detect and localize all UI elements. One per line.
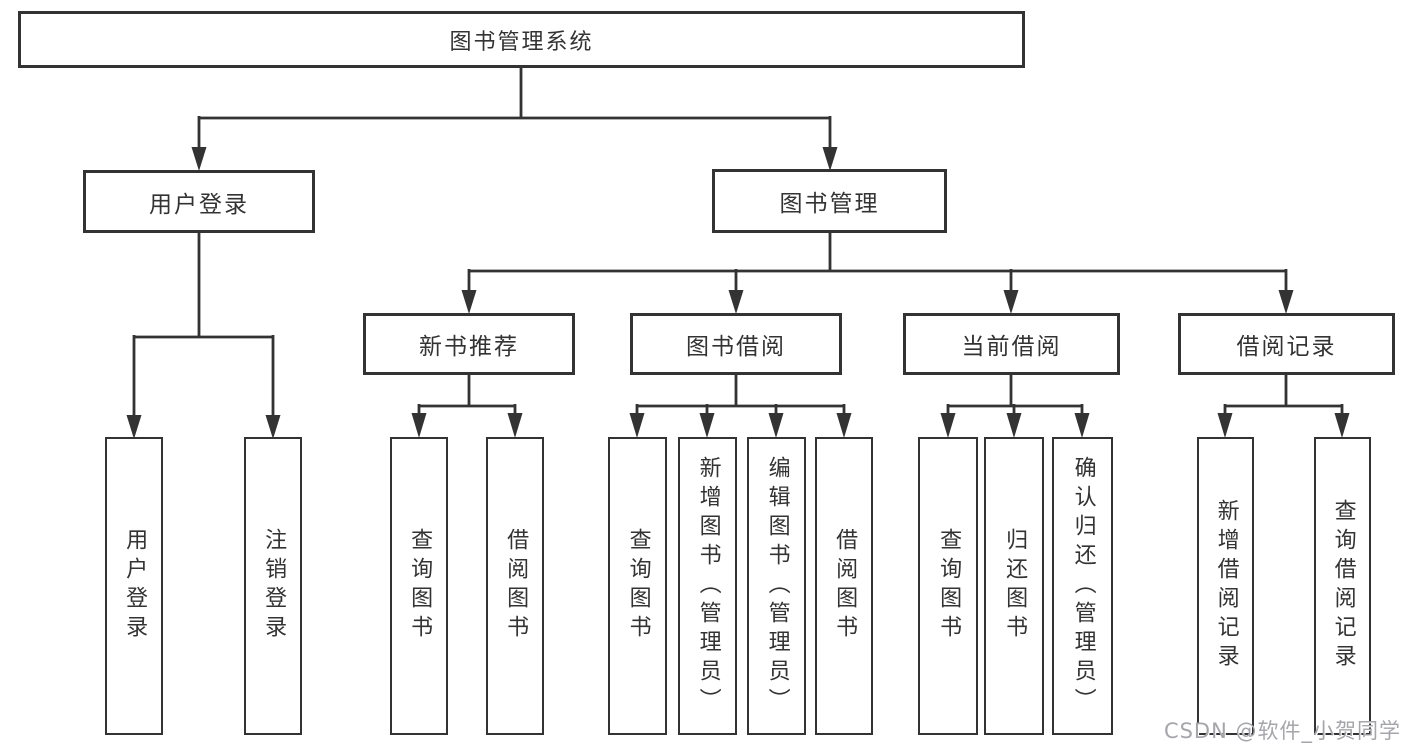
leaf-confirm-return-admin: 确认归还（管理员） <box>1052 437 1113 735</box>
leaf-add-borrow-record: 新增借阅记录 <box>1197 437 1254 735</box>
node-label: 新书推荐 <box>419 334 519 360</box>
leaf-label: 用户登录 <box>122 528 148 644</box>
leaf-label: 查询借阅记录 <box>1330 499 1356 673</box>
leaf-label: 归还图书 <box>1002 528 1028 644</box>
leaf-label: 新增图书（管理员） <box>695 455 721 717</box>
node-library-management-system: 图书管理系统 <box>18 11 1025 68</box>
node-label: 用户登录 <box>149 191 249 218</box>
node-user-login: 用户登录 <box>83 170 315 233</box>
leaf-label: 查询图书 <box>936 528 962 644</box>
leaf-query-borrow-record: 查询借阅记录 <box>1314 437 1371 735</box>
node-label: 图书管理 <box>779 191 880 217</box>
leaf-label: 查询图书 <box>625 528 651 644</box>
leaf-label: 查询图书 <box>407 528 433 644</box>
leaf-add-books-admin: 新增图书（管理员） <box>678 437 737 735</box>
node-book-management: 图书管理 <box>712 169 947 233</box>
leaf-user-login: 用户登录 <box>105 437 163 735</box>
node-current-borrow: 当前借阅 <box>903 313 1120 375</box>
leaf-query-books-recommend: 查询图书 <box>390 437 448 735</box>
leaf-borrow-books: 借阅图书 <box>815 437 873 735</box>
leaf-return-books: 归还图书 <box>984 437 1044 735</box>
node-label: 借阅记录 <box>1236 334 1337 360</box>
leaf-query-books-current: 查询图书 <box>918 437 978 735</box>
leaf-label: 借阅图书 <box>832 528 858 644</box>
node-book-borrow: 图书借阅 <box>630 313 842 375</box>
node-borrow-record: 借阅记录 <box>1178 313 1395 375</box>
node-label: 图书管理系统 <box>449 29 594 55</box>
leaf-label: 注销登录 <box>261 528 287 644</box>
leaf-edit-books-admin: 编辑图书（管理员） <box>747 437 806 735</box>
node-label: 图书借阅 <box>686 334 786 360</box>
node-new-book-recommend: 新书推荐 <box>363 313 575 375</box>
node-label: 当前借阅 <box>961 334 1062 360</box>
leaf-query-books-borrow: 查询图书 <box>608 437 667 735</box>
leaf-logout: 注销登录 <box>244 437 302 735</box>
leaf-label: 借阅图书 <box>503 528 529 644</box>
leaf-label: 确认归还（管理员） <box>1070 455 1096 717</box>
leaf-label: 新增借阅记录 <box>1213 499 1239 673</box>
leaf-borrow-books-recommend: 借阅图书 <box>486 437 544 735</box>
leaf-label: 编辑图书（管理员） <box>764 455 790 717</box>
